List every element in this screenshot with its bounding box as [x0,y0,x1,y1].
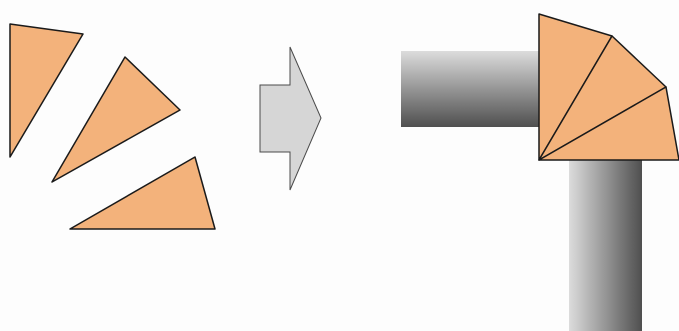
elbow-joint-group [539,14,679,160]
triangle-piece-3 [70,157,215,229]
horizontal-pipe [401,51,541,127]
triangle-piece-2 [52,57,180,182]
loose-pieces-group [10,24,215,229]
triangle-piece-1 [10,24,83,157]
right-arrow-icon [260,47,321,190]
vertical-pipe [569,160,642,331]
